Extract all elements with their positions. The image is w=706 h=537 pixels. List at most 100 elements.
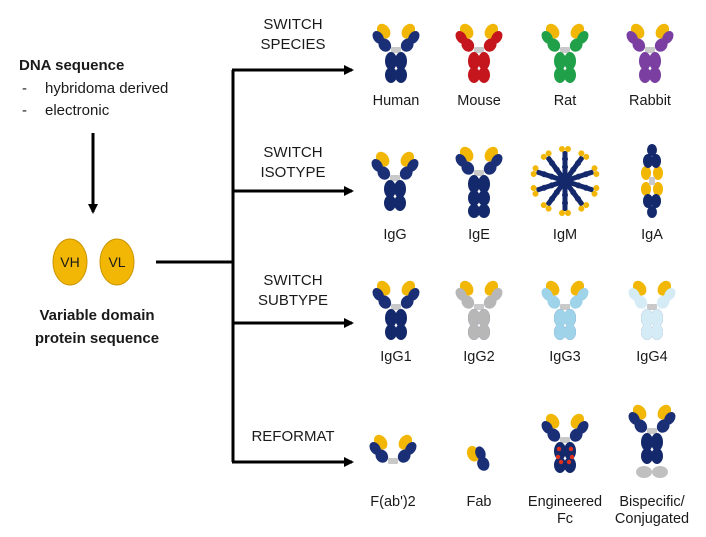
variable-domain-label-line2: protein sequence: [34, 330, 160, 347]
hinge: [474, 47, 484, 53]
fab-arm: [455, 23, 475, 52]
constant-domain: [643, 194, 653, 208]
fc-domain: [641, 309, 653, 327]
constant-domain: [651, 154, 661, 168]
igm-stalk: [565, 182, 585, 207]
igg-icon: [371, 151, 419, 211]
caption-iga: IgA: [641, 227, 663, 243]
igm-stalk: [568, 179, 595, 193]
variable-domain: [641, 166, 651, 180]
fab-arm: [400, 23, 420, 52]
igm-variable: [591, 190, 598, 197]
constant-domain: [656, 295, 670, 309]
fc-domain: [564, 324, 576, 340]
fab-arm: [654, 23, 674, 52]
constant-domain: [397, 449, 411, 463]
fab-arm: [455, 280, 475, 309]
fc-domain: [554, 309, 566, 327]
fc-domain: [478, 67, 490, 83]
fc-domain: [564, 52, 576, 70]
igm-variable: [591, 165, 598, 172]
fc-domain: [564, 309, 576, 327]
constant-domain: [634, 295, 648, 309]
connector-lines: [88, 65, 354, 467]
igm-variable: [565, 146, 571, 152]
igm-arm: [530, 165, 562, 183]
fab-arm: [399, 151, 419, 180]
ige-icon: [455, 146, 503, 218]
fc-domain: [641, 433, 653, 451]
constant-domain: [651, 194, 661, 208]
fc-domain: [478, 175, 490, 193]
igm-variable: [545, 205, 552, 212]
fab-arm: [397, 434, 417, 463]
fc-domain: [478, 190, 490, 206]
constant-domain: [378, 38, 392, 52]
igm-arm: [559, 146, 571, 177]
variable-domain: [653, 182, 663, 196]
igm-variable: [593, 170, 600, 177]
fc-domain: [468, 309, 480, 327]
igm-stalk: [545, 155, 565, 180]
constant-domain: [400, 295, 414, 309]
igm-variable: [532, 190, 539, 197]
fab-arm: [656, 280, 676, 309]
fc-domain: [649, 52, 661, 70]
caption-igg3: IgG3: [549, 349, 581, 365]
caption-rabbit: Rabbit: [629, 93, 671, 109]
constant-domain: [547, 295, 561, 309]
iga-dimer-icon: [641, 144, 663, 218]
branch-label-line: SPECIES: [260, 36, 326, 53]
igg1-icon: [372, 280, 420, 340]
fc-domain: [639, 67, 651, 83]
igm-arm: [540, 182, 565, 212]
antibody-human-icon: [372, 23, 420, 83]
fab2-icon: [369, 434, 417, 464]
fab-arm: [569, 280, 589, 309]
igm-domain: [582, 171, 589, 178]
hinge: [560, 47, 570, 53]
fc-domain: [651, 433, 663, 451]
igm-variable: [593, 185, 600, 192]
bullet-dash: -: [22, 102, 27, 119]
constant-domain: [547, 428, 561, 442]
fc-domain: [478, 324, 490, 340]
igm-domain: [562, 200, 568, 206]
constant-domain: [475, 446, 486, 461]
hinge: [391, 47, 401, 53]
fc-domain: [649, 67, 661, 83]
fc-mutation-dot: [556, 446, 562, 452]
constant-domain: [399, 166, 413, 180]
igm-variable: [559, 210, 565, 216]
caption-line: Bispecific/: [619, 494, 685, 510]
igm-domain: [549, 160, 556, 167]
source-item-label: electronic: [45, 102, 110, 119]
constant-domain: [400, 38, 414, 52]
fc-mutation-dot: [568, 446, 574, 452]
caption-igg1: IgG1: [380, 349, 412, 365]
igg3-icon: [541, 280, 589, 340]
igm-arm: [559, 185, 571, 216]
fab-arm: [371, 151, 391, 180]
caption-line: Fc: [556, 511, 574, 527]
igm-domain: [570, 189, 577, 196]
fc-mutation-dot: [558, 459, 564, 465]
caption-engineered-fc: Engineered Fc: [528, 494, 602, 528]
igm-domain: [548, 182, 555, 189]
igm-variable: [540, 202, 547, 209]
fab-arm: [372, 23, 392, 52]
source-item-label: hybridoma derived: [45, 80, 169, 97]
fab-arm: [541, 413, 561, 442]
fc-domain: [564, 457, 576, 473]
fc-domain: [385, 67, 397, 83]
fc-mutation-dot: [555, 454, 561, 460]
igm-stalk: [545, 182, 565, 207]
igm-variable: [532, 165, 539, 172]
fc-domain: [651, 448, 663, 464]
antibody-mouse-icon: [455, 23, 503, 83]
igm-domain: [574, 160, 581, 167]
igm-domain: [553, 189, 560, 196]
antibody-rat-icon: [541, 23, 589, 83]
fab-arm: [628, 404, 648, 433]
fc-domain: [478, 52, 490, 70]
